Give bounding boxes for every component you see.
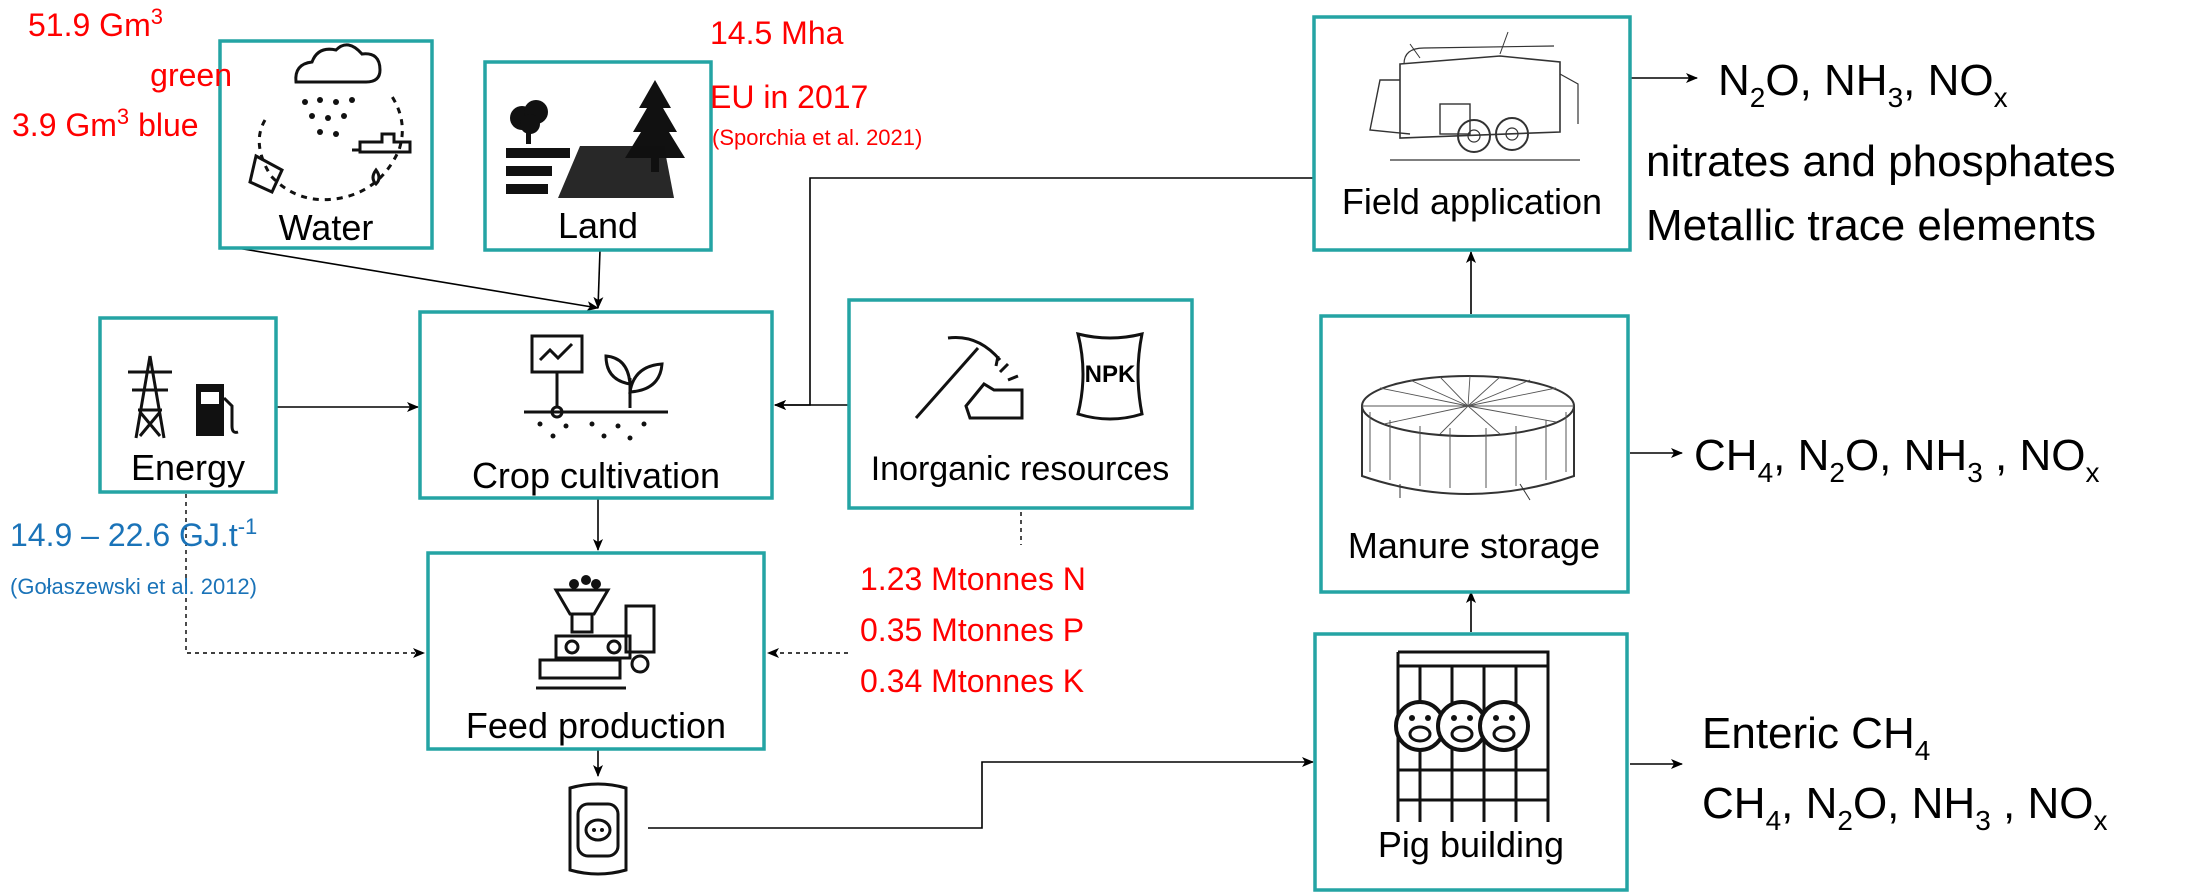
crop-cultivation-label: Crop cultivation <box>472 455 720 496</box>
pig-pen-icon <box>1394 650 1550 822</box>
pig-building-box: Pig building <box>1313 632 1629 892</box>
manure-gas-emissions: CH4, N2O, NH3 , NOx <box>1694 431 2099 488</box>
arrow-land-to-crop <box>593 249 604 309</box>
plant-sprout-icon <box>604 354 664 408</box>
field-application-box: Field application <box>1312 15 1632 252</box>
water-label: Water <box>279 207 374 248</box>
field-trace-elements: Metallic trace elements <box>1646 201 2096 250</box>
phosphorus-value: 0.35 Mtonnes P <box>860 612 1084 648</box>
land-icon <box>506 80 685 198</box>
energy-value: 14.9 – 22.6 GJ.t-1 <box>10 514 257 553</box>
inorganic-resources-label: Inorganic resources <box>871 450 1170 488</box>
pig-enteric-emissions: Enteric CH4 <box>1702 709 1930 766</box>
electricity-pylon-icon <box>128 355 172 439</box>
pig-feed-bag-icon <box>568 782 628 876</box>
land-box: Land <box>483 60 713 252</box>
npk-bag-label: NPK <box>1085 361 1136 388</box>
nitrogen-value: 1.23 Mtonnes N <box>860 561 1086 597</box>
pickaxe-mining-icon <box>914 335 1024 420</box>
energy-citation: (Gołaszewski et al. 2012) <box>10 574 257 599</box>
field-nutrient-leaching: nitrates and phosphates <box>1646 137 2116 186</box>
energy-label: Energy <box>131 447 245 488</box>
water-blue-value: 3.9 Gm3 blue <box>12 104 199 143</box>
feed-mill-machine-icon <box>536 575 656 690</box>
field-application-label: Field application <box>1342 181 1602 222</box>
land-area-value: 14.5 Mha <box>710 15 844 51</box>
water-green-label: green <box>150 57 232 93</box>
crop-cultivation-box: Crop cultivation <box>418 310 774 500</box>
potassium-value: 0.34 Mtonnes K <box>860 663 1084 699</box>
arrow-water-to-crop <box>224 245 599 312</box>
manure-spreader-tanker-icon <box>1369 31 1580 161</box>
field-emissions: N2O, NH3, NOx nitrates and phosphates Me… <box>1646 56 2116 250</box>
manure-storage-tank-icon <box>1361 375 1575 501</box>
pig-emissions: Enteric CH4 CH4, N2O, NH3 , NOx <box>1702 709 2107 836</box>
land-annotation: 14.5 Mha EU in 2017 (Sporchia et al. 202… <box>710 15 922 150</box>
manure-storage-label: Manure storage <box>1348 525 1600 566</box>
water-icon <box>248 43 412 202</box>
soil-dots <box>537 421 647 441</box>
arrow-bag-to-pig <box>648 757 1314 829</box>
water-box: Water <box>218 39 434 250</box>
inorganic-annotation: 1.23 Mtonnes N 0.35 Mtonnes P 0.34 Mtonn… <box>860 561 1086 699</box>
manure-emissions: CH4, N2O, NH3 , NOx <box>1694 431 2099 488</box>
pig-gas-emissions: CH4, N2O, NH3 , NOx <box>1702 779 2107 836</box>
fuel-pump-icon <box>196 384 239 436</box>
land-citation: (Sporchia et al. 2021) <box>712 125 922 150</box>
water-green-value: 51.9 Gm3 <box>28 4 163 43</box>
arrow-field-to-crop <box>774 177 1313 410</box>
field-gas-emissions: N2O, NH3, NOx <box>1718 56 2008 113</box>
land-area-scope: EU in 2017 <box>710 79 868 115</box>
water-annotation: 51.9 Gm3 green 3.9 Gm3 blue <box>12 4 232 143</box>
feed-production-box: Feed production <box>426 551 766 751</box>
feed-production-label: Feed production <box>466 705 726 746</box>
land-label: Land <box>558 205 638 246</box>
energy-annotation: 14.9 – 22.6 GJ.t-1 (Gołaszewski et al. 2… <box>10 514 257 599</box>
inorganic-resources-box: NPK Inorganic resources <box>847 298 1194 510</box>
connectors <box>185 73 1698 829</box>
energy-box: Energy <box>98 316 278 494</box>
npk-fertilizer-bag-icon: NPK <box>1075 331 1144 421</box>
manure-storage-box: Manure storage <box>1319 314 1630 594</box>
pig-building-label: Pig building <box>1378 824 1564 865</box>
